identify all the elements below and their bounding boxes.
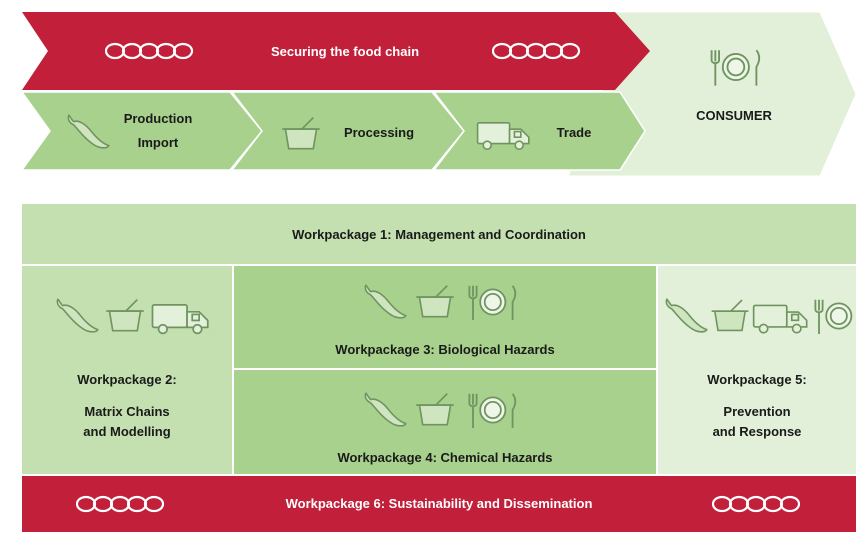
pot-icon [415,284,455,318]
wp6-box: Workpackage 6: Sustainability and Dissem… [22,476,856,532]
plate-icon [814,298,856,335]
pepper-icon [364,284,407,319]
wp5-icons [665,298,856,335]
pepper-icon [665,298,708,333]
wp2-title: Workpackage 2: [77,372,177,387]
wp6-label: Workpackage 6: Sustainability and Dissem… [285,496,593,511]
truck-icon [752,304,808,334]
pepper-icon [56,298,99,333]
wp4-box: Workpackage 4: Chemical Hazards [234,370,656,474]
pot-icon [105,298,145,332]
wp3-label: Workpackage 3: Biological Hazards [335,342,555,357]
wp1-label: Workpackage 1: Management and Coordinati… [292,226,586,242]
wp5-line1: Prevention [723,404,791,419]
wp2-line2: and Modelling [83,424,171,439]
step-processing: Processing [344,125,414,140]
banner-title: Securing the food chain [271,44,419,59]
processing-chevron [230,91,465,171]
wp4-label: Workpackage 4: Chemical Hazards [337,450,553,465]
trade-chevron [432,91,646,171]
chain-icon [712,495,801,513]
wp3-icons [364,284,517,321]
banner-chevron [22,12,650,90]
wp4-icons [364,392,517,429]
wp1-box: Workpackage 1: Management and Coordinati… [22,204,856,264]
pot-icon [415,392,455,426]
step-trade: Trade [557,125,592,140]
truck-icon [151,304,209,335]
wp5-box: Workpackage 5: Prevention and Response [658,266,856,474]
wp6-chain-right [712,495,801,513]
wp3-box: Workpackage 3: Biological Hazards [234,266,656,368]
pepper-icon [364,392,407,427]
plate-icon [468,392,517,429]
wp2-icons [56,298,209,335]
step-production: Production [124,111,193,126]
production-chevron [20,91,263,171]
wp5-line2: and Response [712,424,802,439]
consumer-label: CONSUMER [696,108,772,123]
step-import: Import [138,135,179,150]
wp5-title: Workpackage 5: [707,372,807,387]
pot-icon [710,299,750,332]
wp2-line1: Matrix Chains [84,404,170,419]
food-chain-diagram: Securing the food chain Production Impor… [20,11,856,177]
wp2-box: Workpackage 2: Matrix Chains and Modelli… [22,266,232,474]
plate-icon [468,284,517,321]
